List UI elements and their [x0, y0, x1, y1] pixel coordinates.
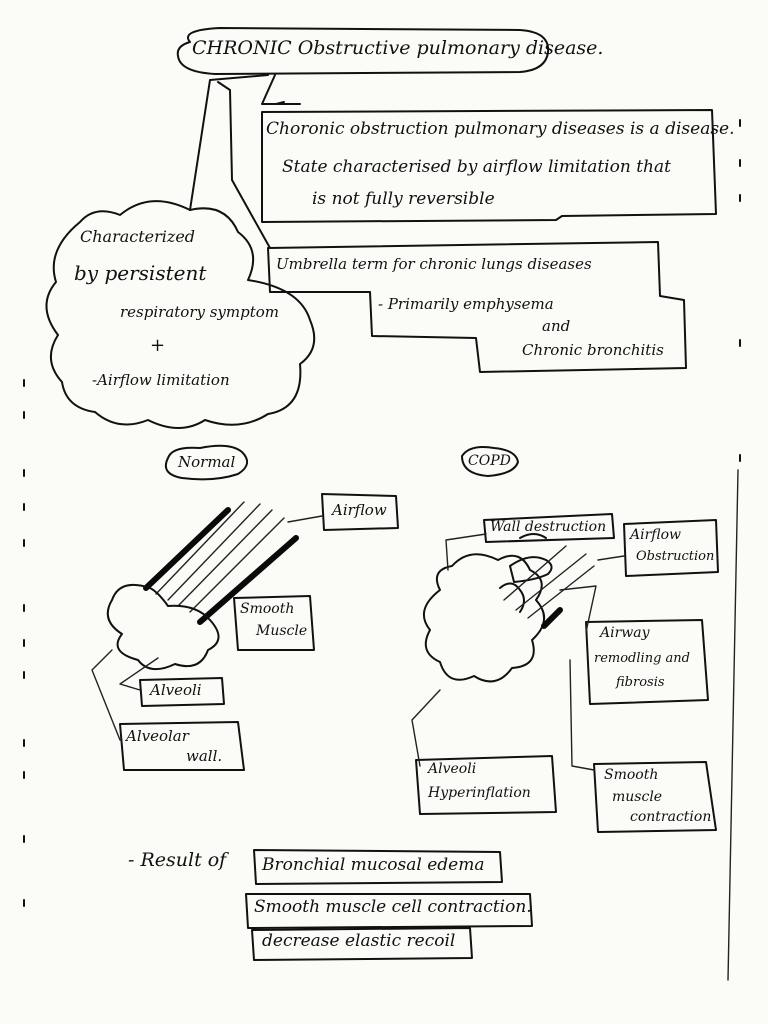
characterized-line-2: by persistent — [74, 261, 207, 285]
smooth-muscle-label-2: Muscle — [256, 623, 308, 639]
smooth-muscle-label-1: Smooth — [240, 601, 295, 617]
airway-remodeling-label-3: fibrosis — [616, 675, 665, 690]
umbrella-line-1: Umbrella term for chronic lungs diseases — [276, 255, 592, 273]
airflow-obstruction-label-2: Obstruction — [636, 549, 715, 564]
definition-line-1: Choronic obstruction pulmonary diseases … — [266, 119, 735, 139]
normal-airflow-label: Airflow — [332, 501, 387, 519]
characterized-line-5: -Airflow limitation — [92, 371, 230, 389]
alveolar-wall-label-2: wall. — [186, 747, 223, 765]
alveolar-wall-box — [119, 721, 245, 771]
smooth-muscle-contraction-label-1: Smooth — [604, 767, 659, 783]
definition-line-3: is not fully reversible — [312, 189, 495, 209]
alveoli-hyperinflation-label-1: Alveoli — [428, 761, 477, 777]
umbrella-box — [267, 241, 687, 373]
airway-remodeling-label-1: Airway — [600, 625, 650, 641]
umbrella-line-3: and — [542, 317, 571, 335]
alveolar-wall-label-1: Alveolar — [126, 727, 189, 745]
result-box-2 — [245, 893, 533, 929]
page-title: CHRONIC Obstructive pulmonary disease. — [192, 37, 604, 59]
characterized-cloud — [45, 200, 316, 429]
umbrella-line-2: - Primarily emphysema — [378, 295, 554, 313]
result-label: - Result of — [128, 849, 227, 871]
airflow-obstruction-box — [623, 519, 719, 577]
copd-airway-drawing — [422, 533, 595, 683]
normal-airflow-box — [321, 493, 399, 531]
normal-bubble — [164, 444, 249, 481]
characterized-line-1: Characterized — [80, 227, 196, 246]
smooth-muscle-contraction-box — [593, 761, 717, 833]
airflow-obstruction-label-1: Airflow — [630, 527, 682, 543]
smooth-muscle-contraction-label-3: contraction — [630, 809, 712, 825]
result-item-1: Bronchial mucosal edema — [262, 855, 485, 875]
connector-title-branch — [189, 74, 271, 249]
characterized-line-4: + — [150, 335, 166, 356]
airway-remodeling-label-2: remodling and — [594, 651, 690, 666]
definition-box — [261, 109, 717, 223]
normal-heading: Normal — [178, 453, 236, 471]
connector-title-to-definition — [261, 74, 301, 105]
result-box-1 — [253, 849, 503, 885]
alveoli-hyperinflation-box — [415, 755, 557, 815]
copd-bubble — [461, 446, 519, 477]
definition-line-2: State characterised by airflow limitatio… — [282, 157, 671, 177]
alveoli-box-normal — [139, 677, 225, 707]
wall-destruction-label: Wall destruction — [490, 519, 607, 535]
copd-heading: COPD — [468, 453, 511, 469]
umbrella-line-4: Chronic bronchitis — [522, 341, 664, 359]
result-item-2: Smooth muscle cell contraction. — [254, 897, 532, 917]
margin-marks — [23, 119, 741, 981]
result-box-3 — [251, 927, 473, 961]
title-bubble — [176, 27, 550, 75]
smooth-muscle-contraction-label-2: muscle — [612, 789, 663, 805]
result-item-3: decrease elastic recoil — [262, 931, 456, 951]
normal-airway-drawing — [106, 501, 299, 671]
alveoli-label-normal: Alveoli — [150, 681, 202, 699]
smooth-muscle-box — [233, 595, 315, 651]
characterized-line-3: respiratory symptom — [120, 303, 280, 321]
airway-remodeling-box — [585, 619, 709, 705]
alveoli-hyperinflation-label-2: Hyperinflation — [428, 785, 531, 801]
